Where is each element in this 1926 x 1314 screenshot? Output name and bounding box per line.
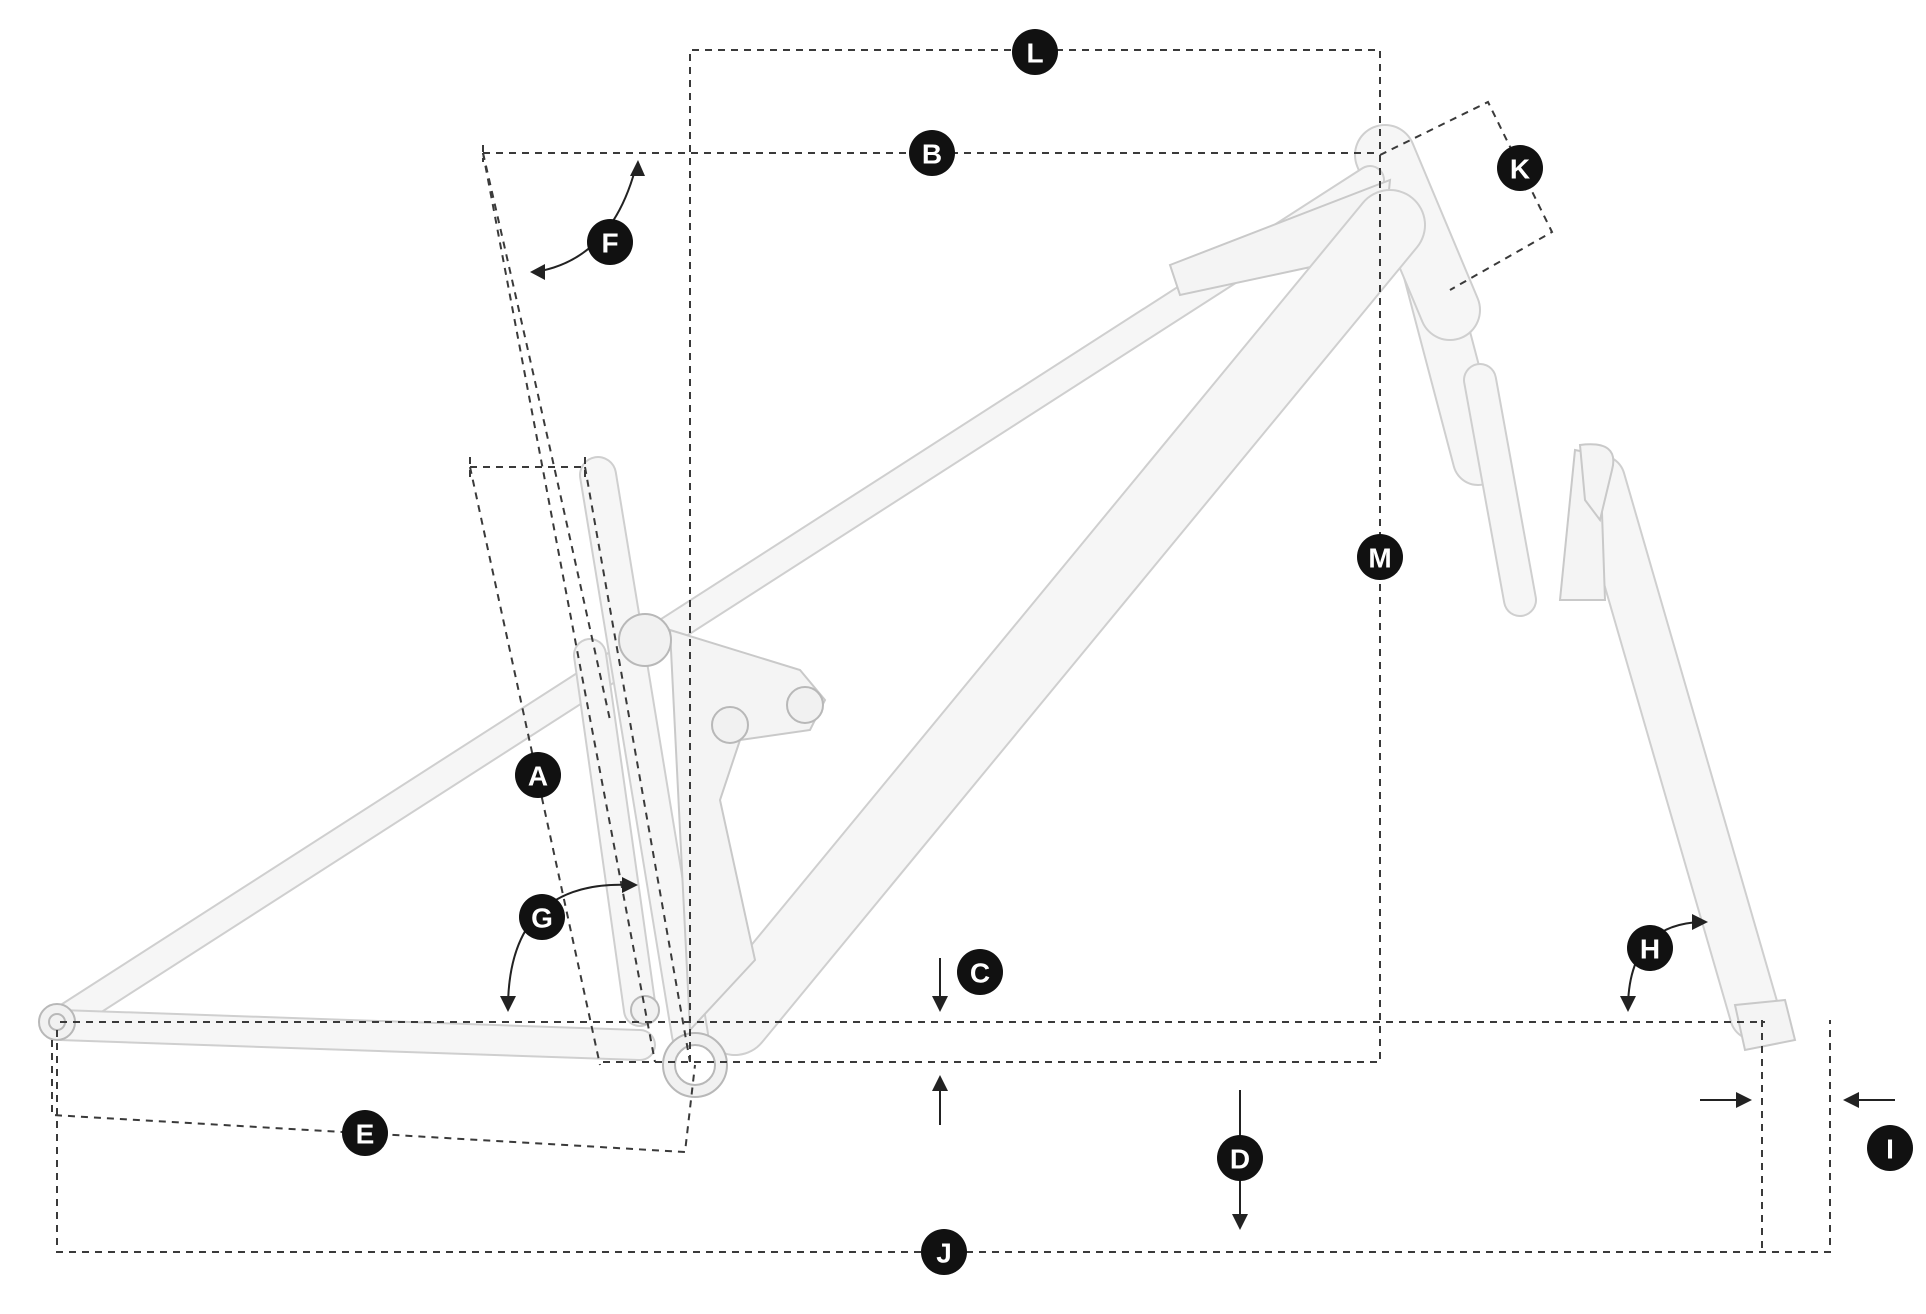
badge-B: B [909, 130, 955, 176]
badge-I: I [1867, 1125, 1913, 1171]
svg-text:G: G [531, 903, 553, 934]
badge-H: H [1627, 925, 1673, 971]
seat-tube [579, 456, 827, 1054]
svg-text:A: A [528, 761, 548, 792]
svg-text:D: D [1230, 1144, 1250, 1175]
svg-text:K: K [1510, 154, 1530, 185]
badge-G: G [519, 894, 565, 940]
suspension-fork [1394, 214, 1797, 1052]
svg-text:I: I [1886, 1134, 1894, 1165]
badge-J: J [921, 1229, 967, 1275]
svg-text:F: F [601, 228, 618, 259]
badge-F: F [587, 219, 633, 265]
svg-text:J: J [936, 1238, 952, 1269]
badge-M: M [1357, 534, 1403, 580]
svg-text:E: E [356, 1119, 375, 1150]
top-tube [45, 165, 1392, 1037]
bike-frame [38, 124, 1797, 1098]
badge-A: A [515, 752, 561, 798]
dimension-F-line [482, 152, 656, 1063]
svg-text:L: L [1026, 38, 1043, 69]
rear-triangle [38, 613, 672, 1061]
badge-E: E [342, 1110, 388, 1156]
dimension-labels: L B K F M A G H [342, 29, 1913, 1275]
down-tube [699, 189, 1426, 1056]
dimension-J-line [56, 1020, 1831, 1253]
badge-L: L [1012, 29, 1058, 75]
svg-text:M: M [1368, 543, 1391, 574]
badge-D: D [1217, 1135, 1263, 1181]
badge-K: K [1497, 145, 1543, 191]
svg-text:B: B [922, 139, 942, 170]
badge-C: C [957, 949, 1003, 995]
dimension-lines [51, 49, 1831, 1253]
svg-text:C: C [970, 958, 990, 989]
svg-text:H: H [1640, 934, 1660, 965]
